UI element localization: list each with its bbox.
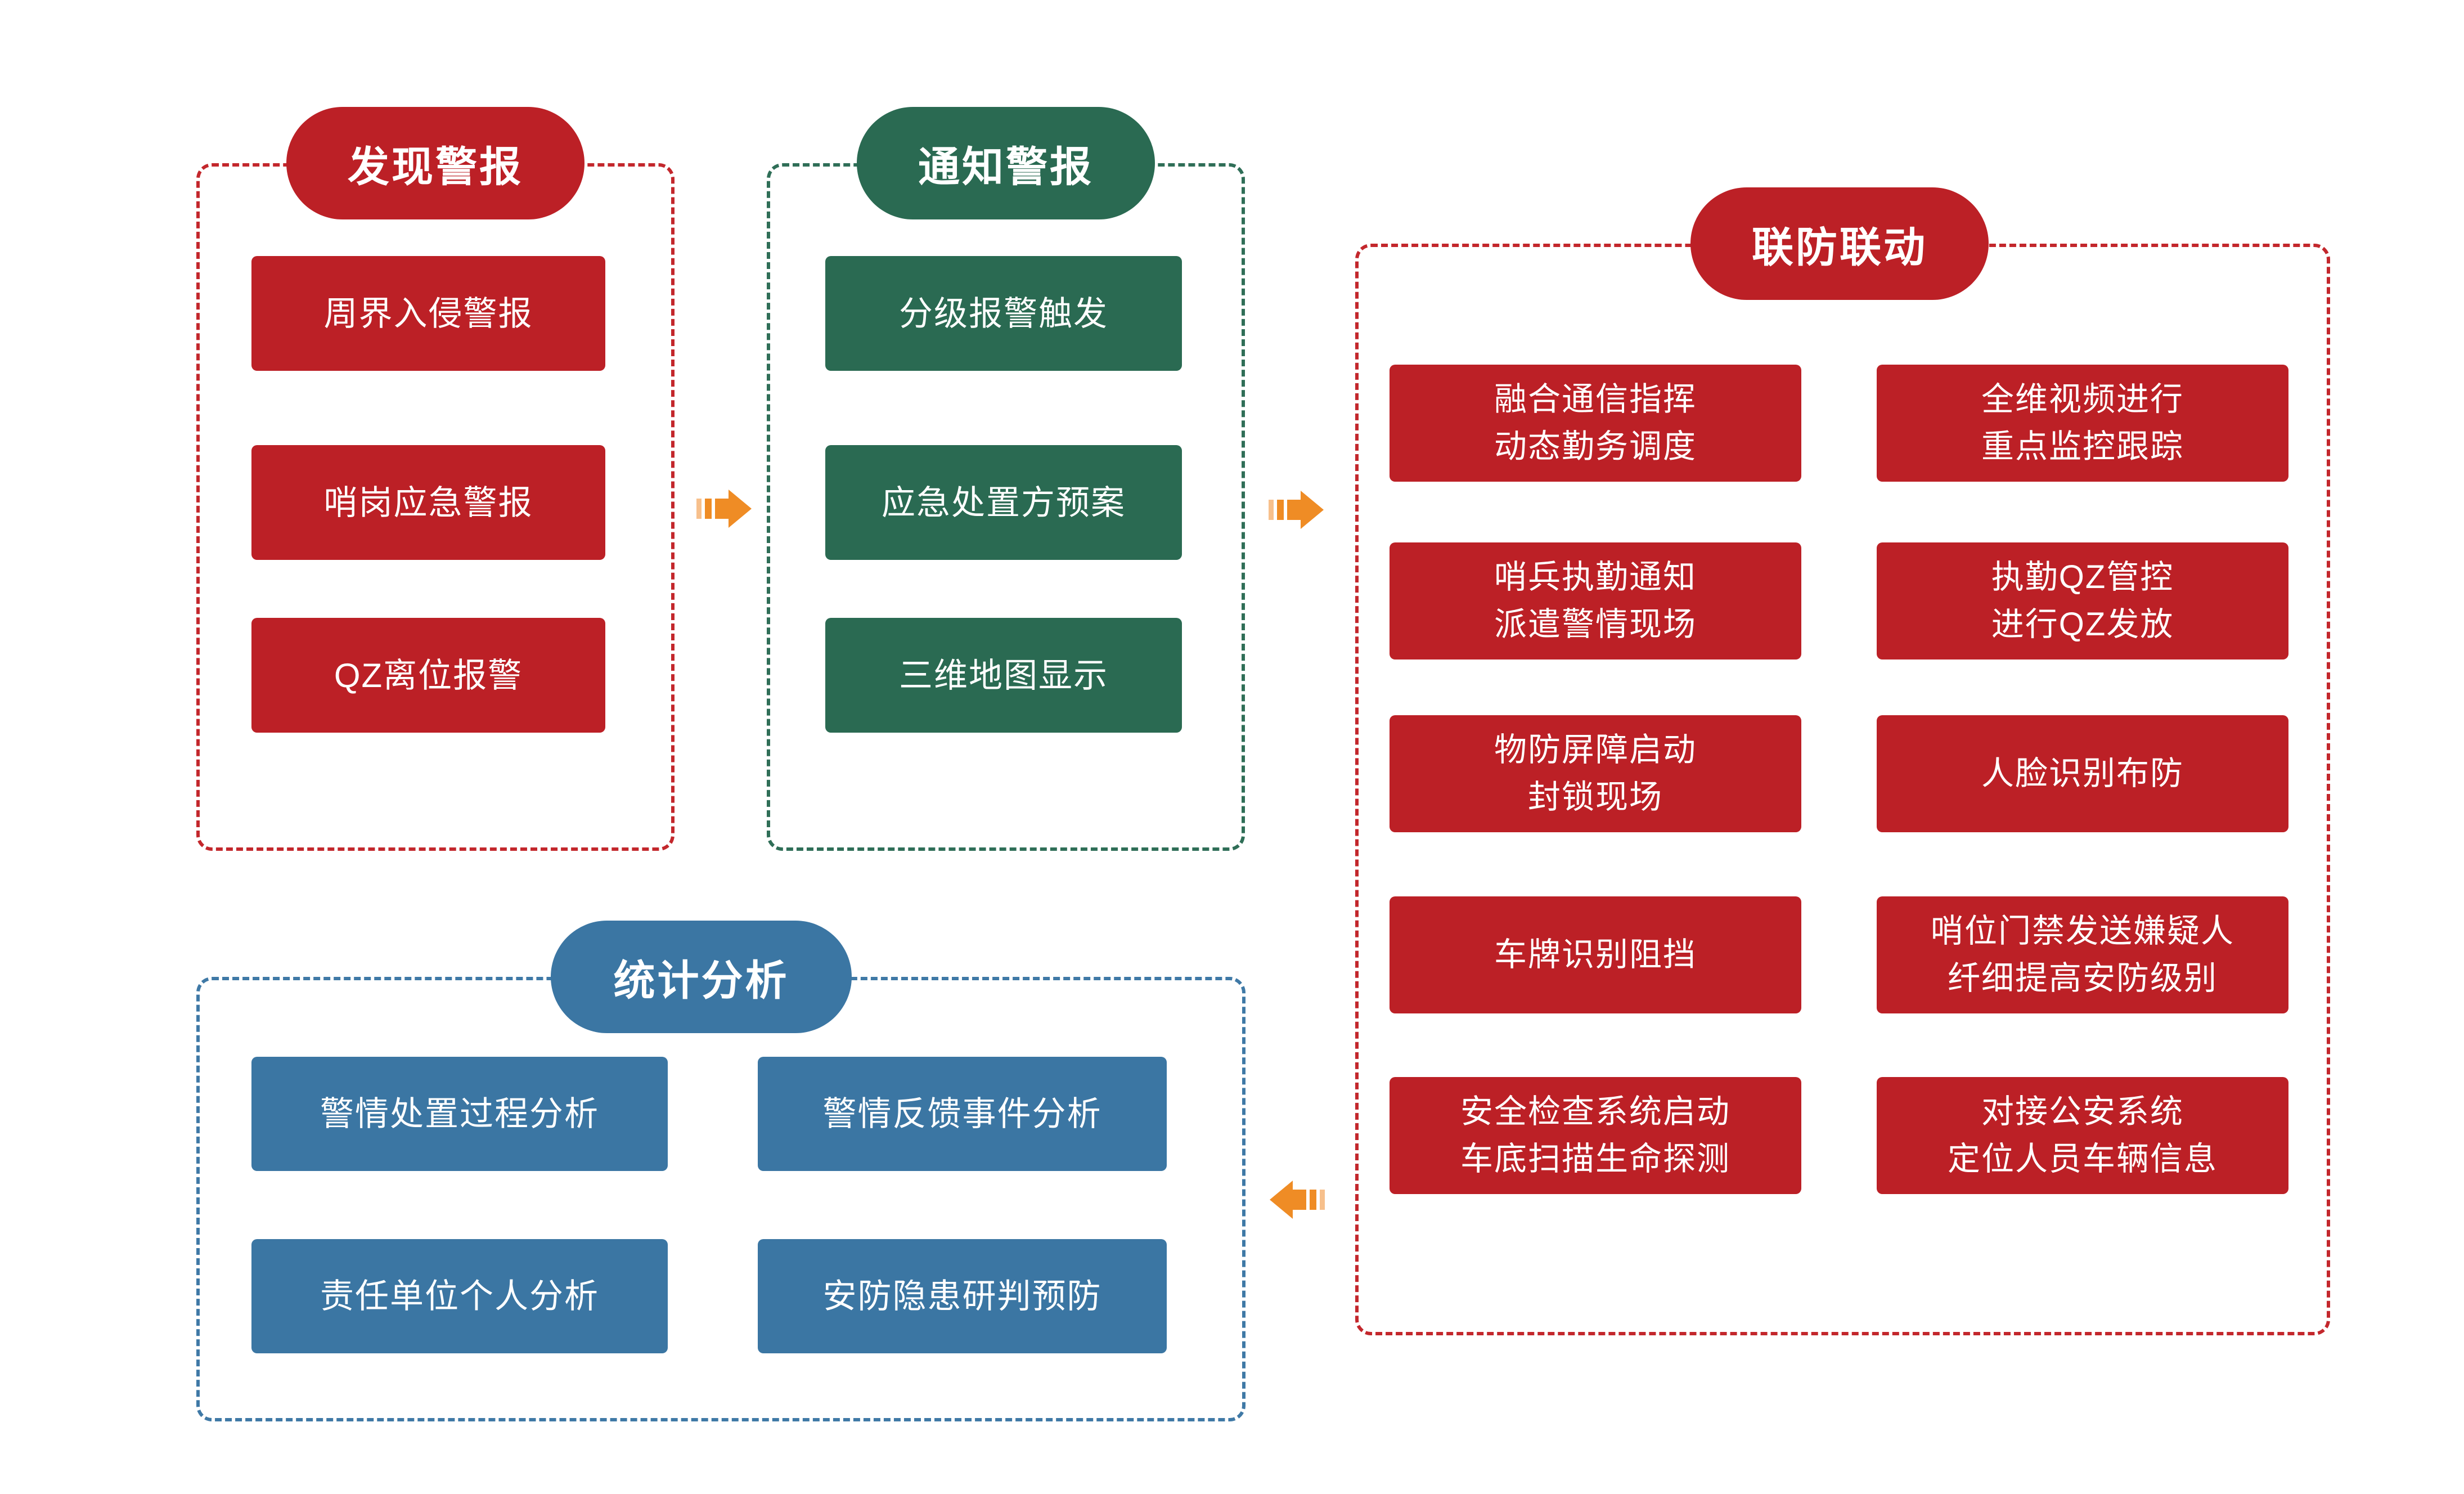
node-omni-video-tracking: 全维视频进行 重点监控跟踪	[1877, 365, 2288, 482]
node-physical-barrier-lockdown: 物防屏障启动 封锁现场	[1390, 715, 1801, 832]
node-responsible-unit-person-analysis: 责任单位个人分析	[251, 1239, 668, 1353]
node-emergency-response-plan: 应急处置方预案	[825, 445, 1182, 560]
node-sentry-access-suspect-alert: 哨位门禁发送嫌疑人 纤细提高安防级别	[1877, 896, 2288, 1013]
node-security-check-underbody-scan: 安全检查系统启动 车底扫描生命探测	[1390, 1077, 1801, 1194]
section-discover-title-pill: 发现警报	[286, 107, 584, 219]
section-statistics: 统计分析 警情处置过程分析 警情反馈事件分析 责任单位个人分析 安防隐患研判预防	[196, 921, 1246, 1421]
node-alarm-handling-process-analysis: 警情处置过程分析	[251, 1057, 668, 1171]
section-notify-title-pill: 通知警报	[857, 107, 1155, 219]
node-perimeter-intrusion-alarm: 周界入侵警报	[251, 256, 605, 371]
section-discover-alarm: 发现警报 周界入侵警报 哨岗应急警报 QZ离位报警	[196, 107, 675, 851]
node-plate-recognition-block: 车牌识别阻挡	[1390, 896, 1801, 1013]
section-joint-title-pill: 联防联动	[1690, 187, 1989, 300]
node-sentry-duty-notify: 哨兵执勤通知 派遣警情现场	[1390, 542, 1801, 659]
node-qz-offsite-alarm: QZ离位报警	[251, 618, 605, 733]
node-security-risk-prediction: 安防隐患研判预防	[758, 1239, 1167, 1353]
section-joint-defense: 联防联动 融合通信指挥 动态勤务调度 哨兵执勤通知 派遣警情现场 物防屏障启动 …	[1355, 187, 2330, 1335]
section-statistics-title-pill: 统计分析	[551, 921, 852, 1033]
node-alarm-feedback-event-analysis: 警情反馈事件分析	[758, 1057, 1167, 1171]
node-sentry-emergency-alarm: 哨岗应急警报	[251, 445, 605, 560]
arrow-right-icon	[1269, 491, 1324, 529]
node-graded-alarm-trigger: 分级报警触发	[825, 256, 1182, 371]
node-face-recognition-defense: 人脸识别布防	[1877, 715, 2288, 832]
arrow-right-icon	[696, 490, 752, 528]
section-notify-alarm: 通知警报 分级报警触发 应急处置方预案 三维地图显示	[767, 107, 1245, 851]
node-3d-map-display: 三维地图显示	[825, 618, 1182, 733]
arrow-left-icon	[1270, 1181, 1325, 1219]
node-police-system-locate-info: 对接公安系统 定位人员车辆信息	[1877, 1077, 2288, 1194]
node-fused-comm-dispatch: 融合通信指挥 动态勤务调度	[1390, 365, 1801, 482]
node-duty-qz-control: 执勤QZ管控 进行QZ发放	[1877, 542, 2288, 659]
